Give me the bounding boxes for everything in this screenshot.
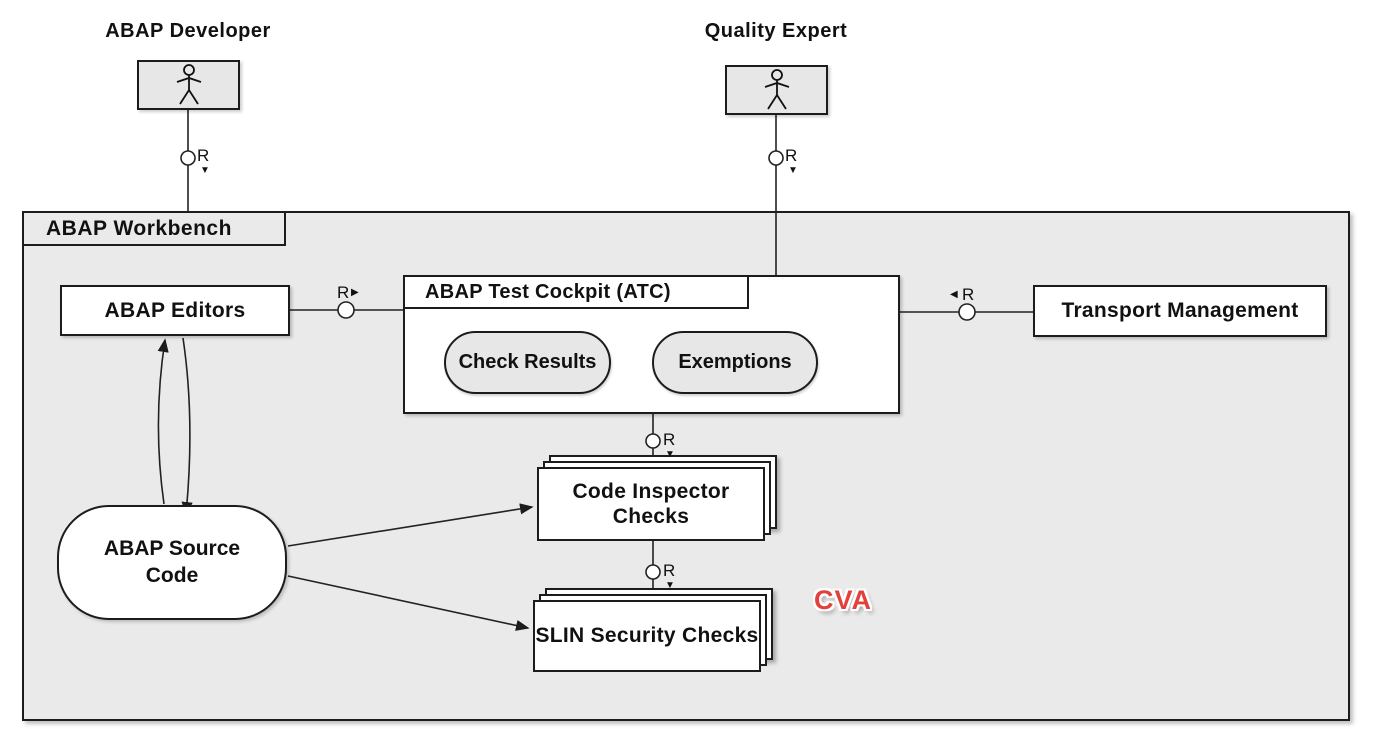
interface-direction-icon: ▼ xyxy=(788,165,798,176)
interface-socket xyxy=(768,150,784,166)
interface-label: R xyxy=(785,146,798,165)
interface-direction-icon: ▼ xyxy=(200,165,210,176)
interface-direction-icon: ◀ xyxy=(950,289,958,300)
actor-abap-developer xyxy=(137,60,240,110)
node-exemptions: Exemptions xyxy=(652,331,818,394)
node-check-results: Check Results xyxy=(444,331,611,394)
actor-title-quality-expert: Quality Expert xyxy=(704,20,848,42)
node-code-inspector-checks: Code Inspector Checks xyxy=(537,455,777,541)
interface-socket xyxy=(180,150,196,166)
node-transport-management: Transport Management xyxy=(1033,285,1327,337)
interface-direction-icon: ▼ xyxy=(665,449,675,460)
stack-front: SLIN Security Checks xyxy=(533,600,761,672)
node-abap-source-code: ABAP Source Code xyxy=(57,505,287,620)
actor-title-abap-developer: ABAP Developer xyxy=(105,20,271,42)
node-atc-title: ABAP Test Cockpit (ATC) xyxy=(403,275,749,309)
interface-label: R xyxy=(337,283,350,302)
interface-label: R xyxy=(663,561,676,580)
container-label-abap-workbench: ABAP Workbench xyxy=(22,211,286,246)
interface-direction-icon: ▼ xyxy=(665,580,675,591)
interface-direction-icon: ▶ xyxy=(351,287,359,298)
interface-label: R xyxy=(197,146,210,165)
node-slin-security-checks: SLIN Security Checks xyxy=(533,588,773,672)
node-abap-editors: ABAP Editors xyxy=(60,285,290,336)
interface-label: R xyxy=(663,430,676,449)
actor-quality-expert xyxy=(725,65,828,115)
annotation-cva: CVA xyxy=(814,585,873,615)
stack-front: Code Inspector Checks xyxy=(537,467,765,541)
person-icon xyxy=(764,69,789,110)
interface-label: R xyxy=(962,285,975,304)
person-icon xyxy=(176,64,201,105)
